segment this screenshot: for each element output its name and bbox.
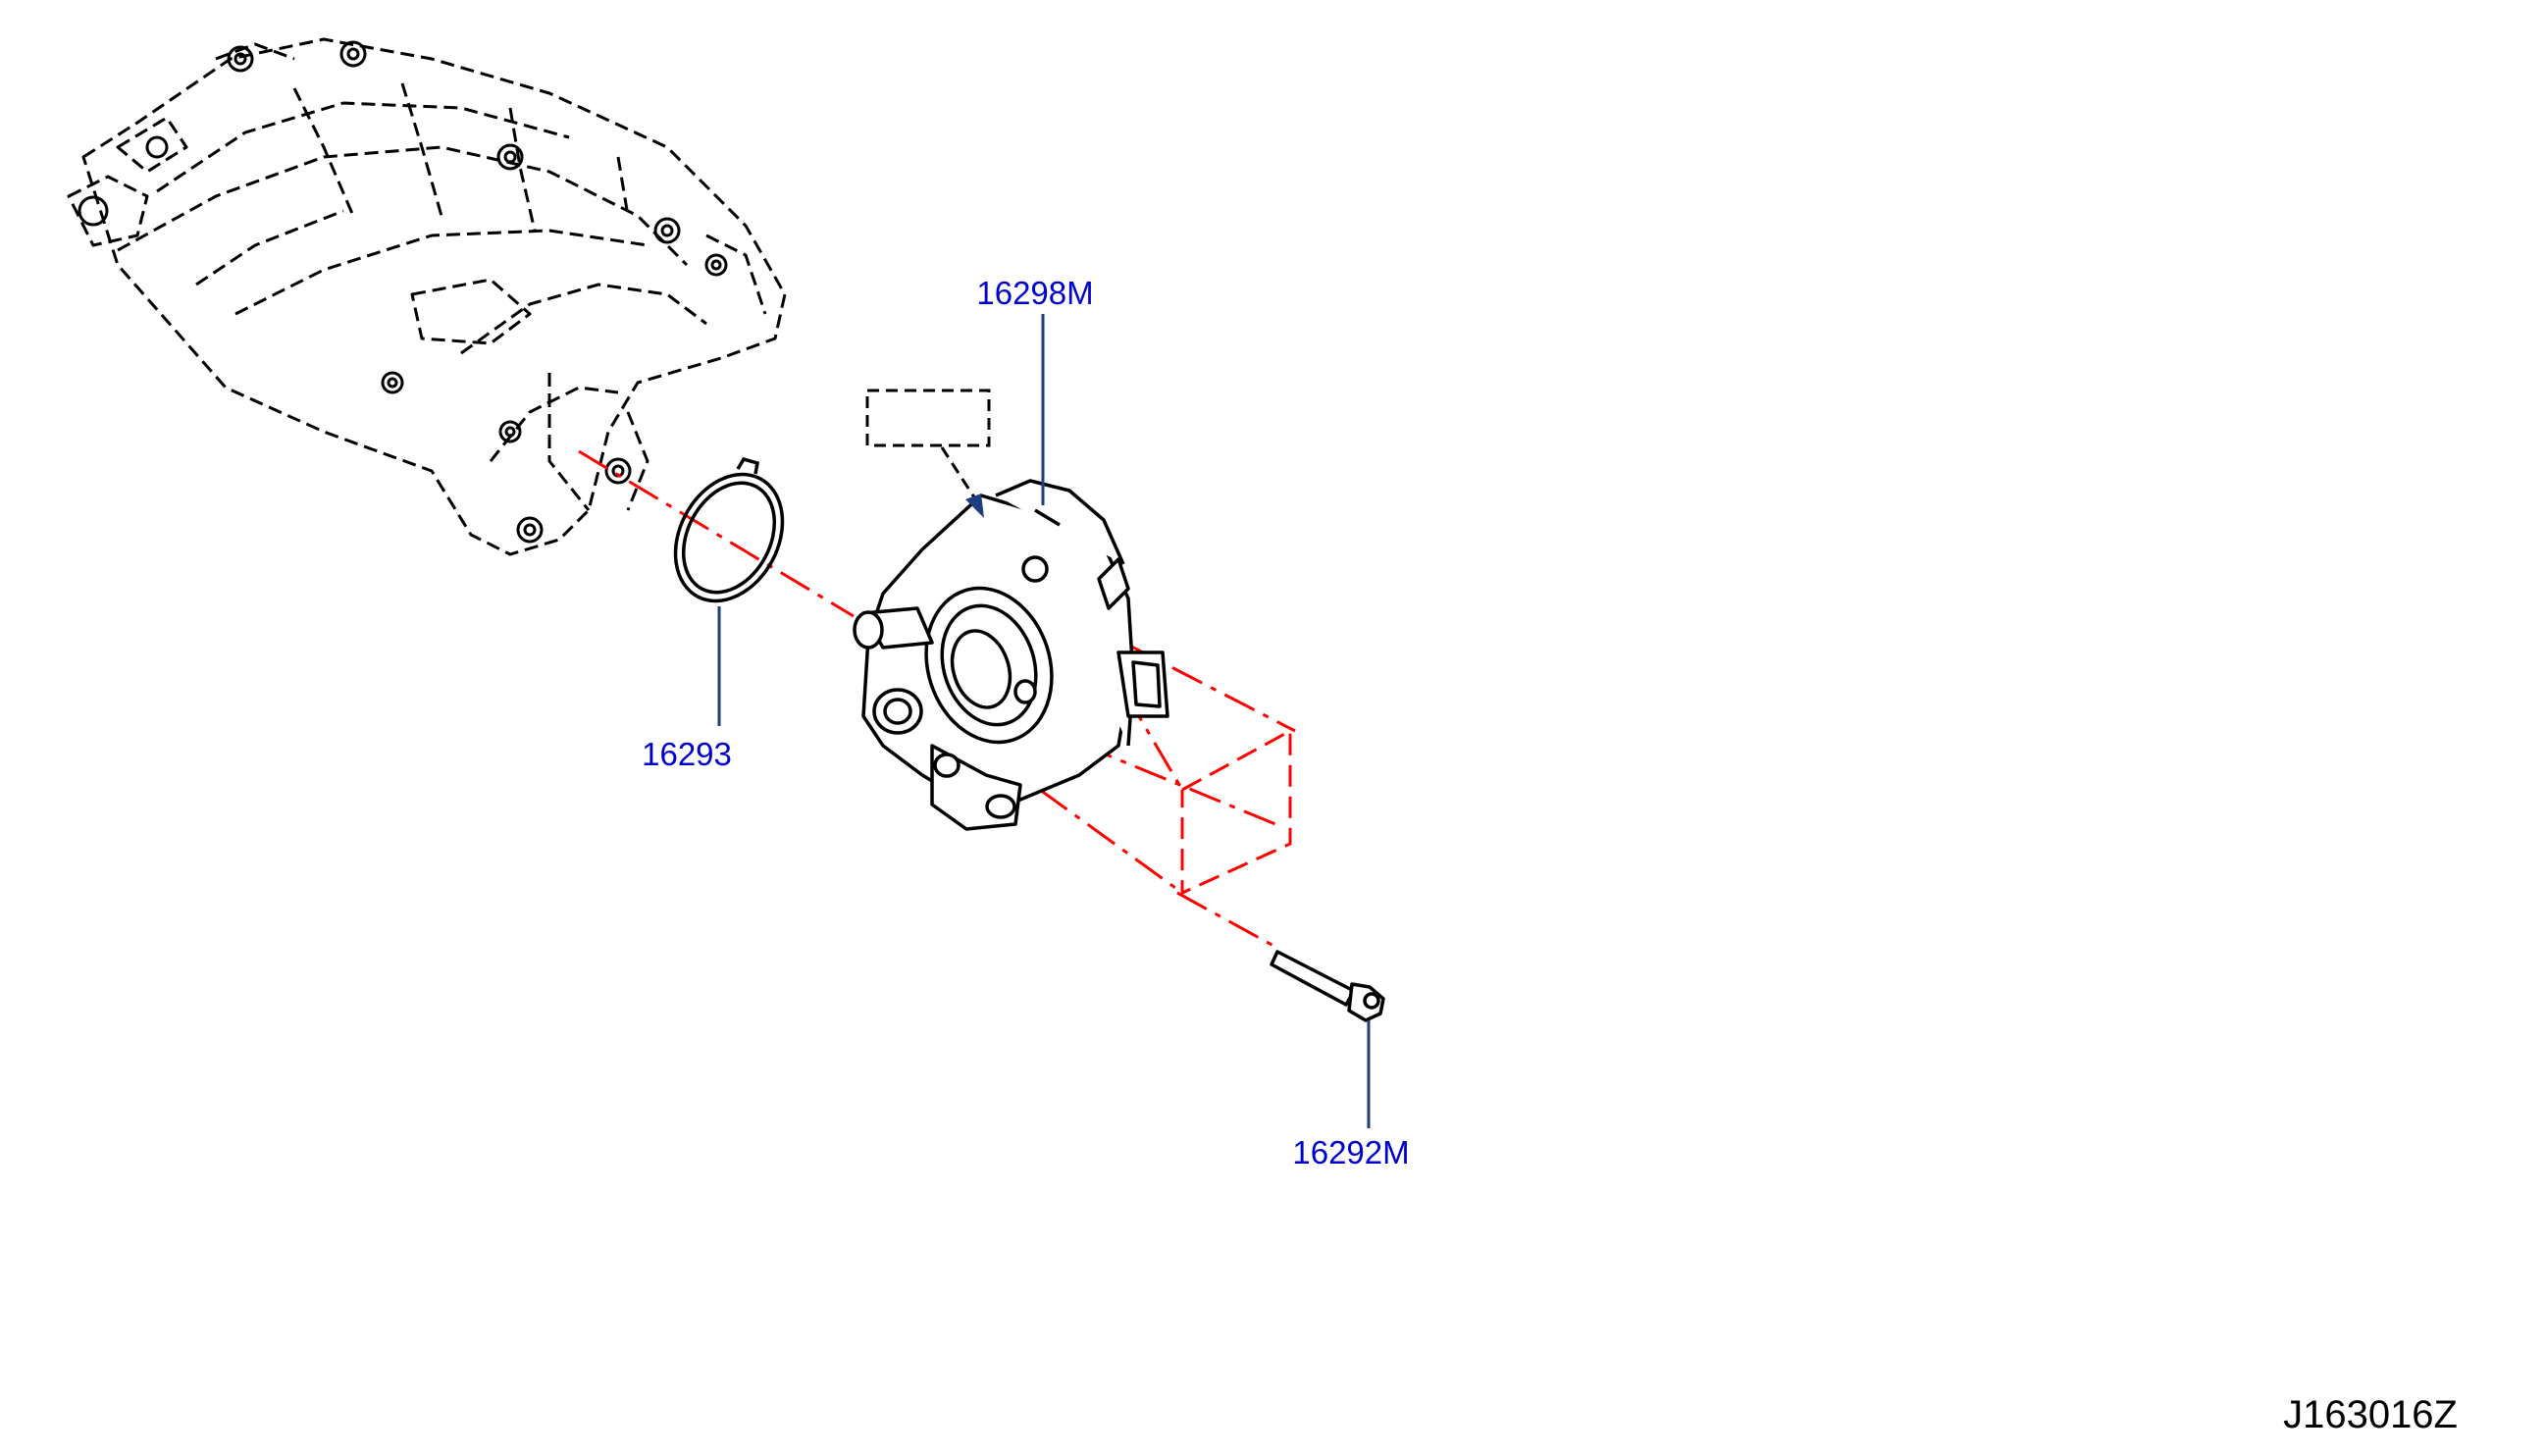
reference-arrow — [940, 446, 984, 518]
part-label-gasket: 16293 — [642, 736, 732, 772]
reference-box — [865, 389, 991, 447]
throttle-body-drawing — [853, 479, 1169, 831]
manifold-bolt-holes — [78, 40, 728, 544]
bolt-drawing — [1270, 950, 1385, 1022]
projection-box — [1180, 728, 1292, 896]
gasket-drawing — [673, 456, 785, 603]
part-label-bolt: 16292M — [1292, 1134, 1409, 1170]
diagram-id: J163016Z — [2283, 1393, 2458, 1436]
intake-manifold-drawing — [67, 37, 787, 556]
part-label-throttle-body: 16298M — [976, 275, 1093, 311]
callout-leaders — [717, 314, 1371, 1128]
